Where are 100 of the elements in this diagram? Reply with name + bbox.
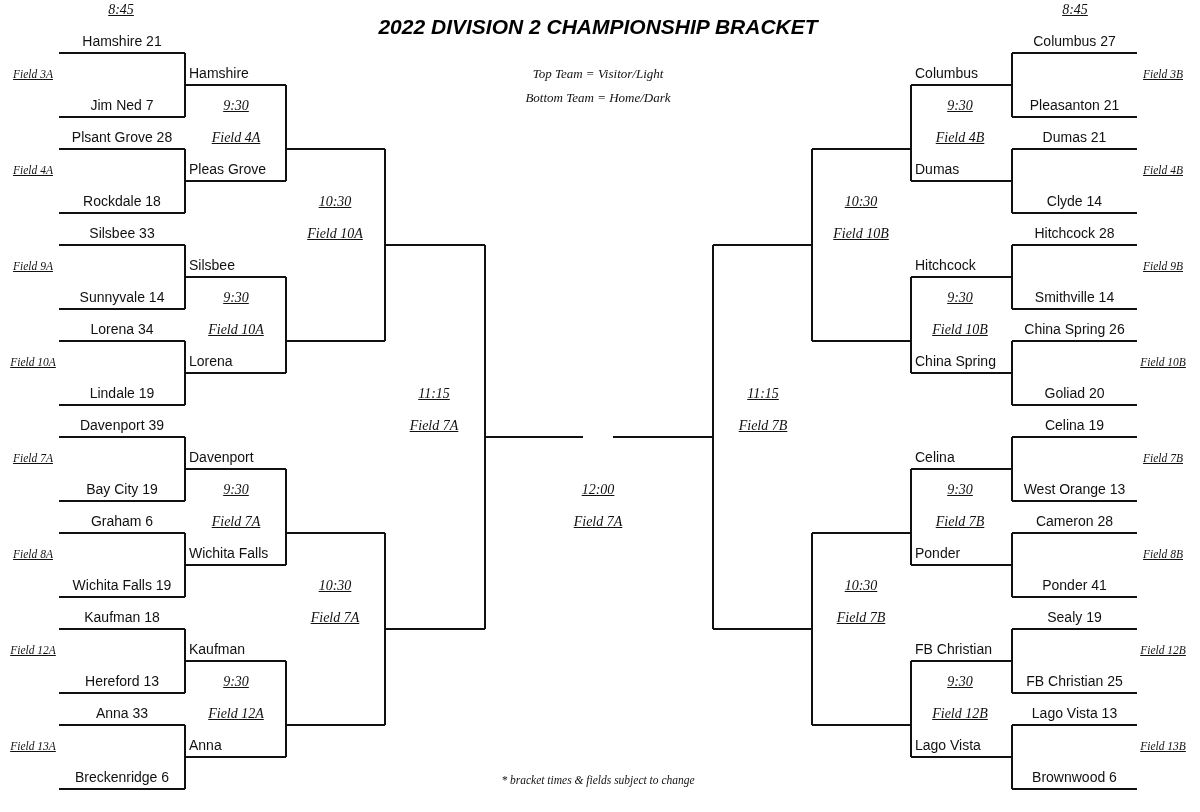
bracket-line	[812, 532, 911, 534]
bracket-connector	[712, 436, 714, 630]
field-label: Field 13B	[1140, 740, 1186, 752]
schedule-label: 9:30	[947, 290, 973, 306]
bracket-connector	[1011, 436, 1013, 470]
bracket-connector	[910, 660, 912, 726]
team-name: Breckenridge 6	[73, 769, 171, 785]
schedule-label: 10:30	[318, 578, 352, 594]
team-name: Anna 33	[94, 705, 150, 721]
team-name: Sealy 19	[1046, 609, 1103, 625]
field-label: Field 10B	[1140, 356, 1186, 368]
bracket-connector	[1011, 660, 1013, 694]
bracket-connector	[384, 244, 386, 342]
bracket-connector	[1011, 564, 1013, 598]
team-name: Rockdale 18	[82, 193, 162, 209]
bracket-line	[613, 436, 713, 438]
team-name: Smithville 14	[1033, 289, 1116, 305]
field-label: Field 12A	[10, 644, 56, 656]
team-name: Pleas Grove	[189, 161, 268, 177]
team-name: Kaufman	[189, 641, 247, 657]
field-label: Field 7B	[1143, 452, 1183, 464]
bracket-connector	[910, 148, 912, 182]
bracket-connector	[811, 532, 813, 630]
team-name: FB Christian 25	[1025, 673, 1124, 689]
bracket-connector	[910, 724, 912, 758]
team-name: Goliad 20	[1043, 385, 1106, 401]
bracket-line	[812, 340, 911, 342]
bracket-connector	[184, 84, 186, 118]
schedule-label: 9:30	[223, 674, 249, 690]
bracket-connector	[1011, 724, 1013, 758]
bracket-connector	[1011, 52, 1013, 86]
bracket-connector	[285, 276, 287, 342]
team-name: China Spring	[915, 353, 997, 369]
team-name: Graham 6	[89, 513, 155, 529]
team-name: Columbus	[915, 65, 980, 81]
schedule-label: Field 12A	[208, 706, 264, 722]
schedule-label: Field 4A	[211, 130, 261, 146]
title: 2022 DIVISION 2 CHAMPIONSHIP BRACKET	[378, 15, 818, 39]
bracket-line	[385, 628, 485, 630]
bracket-connector	[1011, 276, 1013, 310]
team-name: Silsbee 33	[88, 225, 156, 241]
team-name: Plsant Grove 28	[70, 129, 174, 145]
field-label: Field 4B	[1143, 164, 1183, 176]
bracket-connector	[910, 532, 912, 566]
bracket-line	[713, 244, 812, 246]
note: Top Team = Visitor/Light	[532, 66, 664, 82]
bracket-connector	[1011, 244, 1013, 278]
team-name: Hitchcock	[915, 257, 977, 273]
field-label: Field 12B	[1140, 644, 1186, 656]
bracket-connector	[1011, 340, 1013, 374]
field-label: Field 13A	[10, 740, 56, 752]
bracket-connector	[285, 468, 287, 534]
bracket-line	[812, 724, 911, 726]
bracket-connector	[285, 660, 287, 726]
bracket-connector	[1011, 468, 1013, 502]
team-name: Lindale 19	[88, 385, 156, 401]
bracket-connector	[811, 148, 813, 246]
team-name: Brownwood 6	[1031, 769, 1118, 785]
team-name: Lago Vista 13	[1030, 705, 1119, 721]
bracket-connector	[285, 148, 287, 182]
schedule-label: 11:15	[747, 386, 779, 402]
team-name: Davenport 39	[78, 417, 166, 433]
bracket-line	[286, 340, 385, 342]
schedule-label: 11:15	[418, 386, 450, 402]
team-name: Celina	[915, 449, 956, 465]
team-name: Anna	[189, 737, 223, 753]
schedule-label: 9:30	[223, 290, 249, 306]
team-name: Hitchcock 28	[1033, 225, 1116, 241]
team-name: Dumas	[915, 161, 961, 177]
bracket-connector	[184, 436, 186, 470]
bracket-line	[713, 628, 812, 630]
schedule-label: 12:00	[581, 482, 615, 498]
team-name: Celina 19	[1043, 417, 1106, 433]
schedule-label: Field 4B	[935, 130, 985, 146]
schedule-label: Field 10A	[307, 226, 363, 242]
bracket-connector	[484, 244, 486, 438]
bracket-connector	[384, 532, 386, 630]
schedule-label: 10:30	[844, 194, 878, 210]
field-label: Field 9A	[13, 260, 53, 272]
team-name: Silsbee	[189, 257, 236, 273]
team-name: Wichita Falls	[189, 545, 270, 561]
bracket-connector	[910, 468, 912, 534]
bracket-connector	[1011, 756, 1013, 790]
bracket-connector	[384, 628, 386, 726]
team-name: Hamshire 21	[81, 33, 163, 49]
bracket-connector	[184, 660, 186, 694]
field-label: Field 8B	[1143, 548, 1183, 560]
bracket-line	[385, 244, 485, 246]
bracket-connector	[184, 628, 186, 662]
team-name: Cameron 28	[1034, 513, 1114, 529]
field-label: Field 8A	[13, 548, 53, 560]
bracket-connector	[184, 340, 186, 374]
team-name: Pleasanton 21	[1028, 97, 1121, 113]
team-name: Columbus 27	[1032, 33, 1117, 49]
schedule-label: 8:45	[1062, 2, 1088, 18]
bracket-connector	[285, 84, 287, 150]
schedule-label: 9:30	[223, 98, 249, 114]
bracket-connector	[811, 244, 813, 342]
bracket-connector	[1011, 372, 1013, 406]
team-name: Lorena 34	[89, 321, 155, 337]
